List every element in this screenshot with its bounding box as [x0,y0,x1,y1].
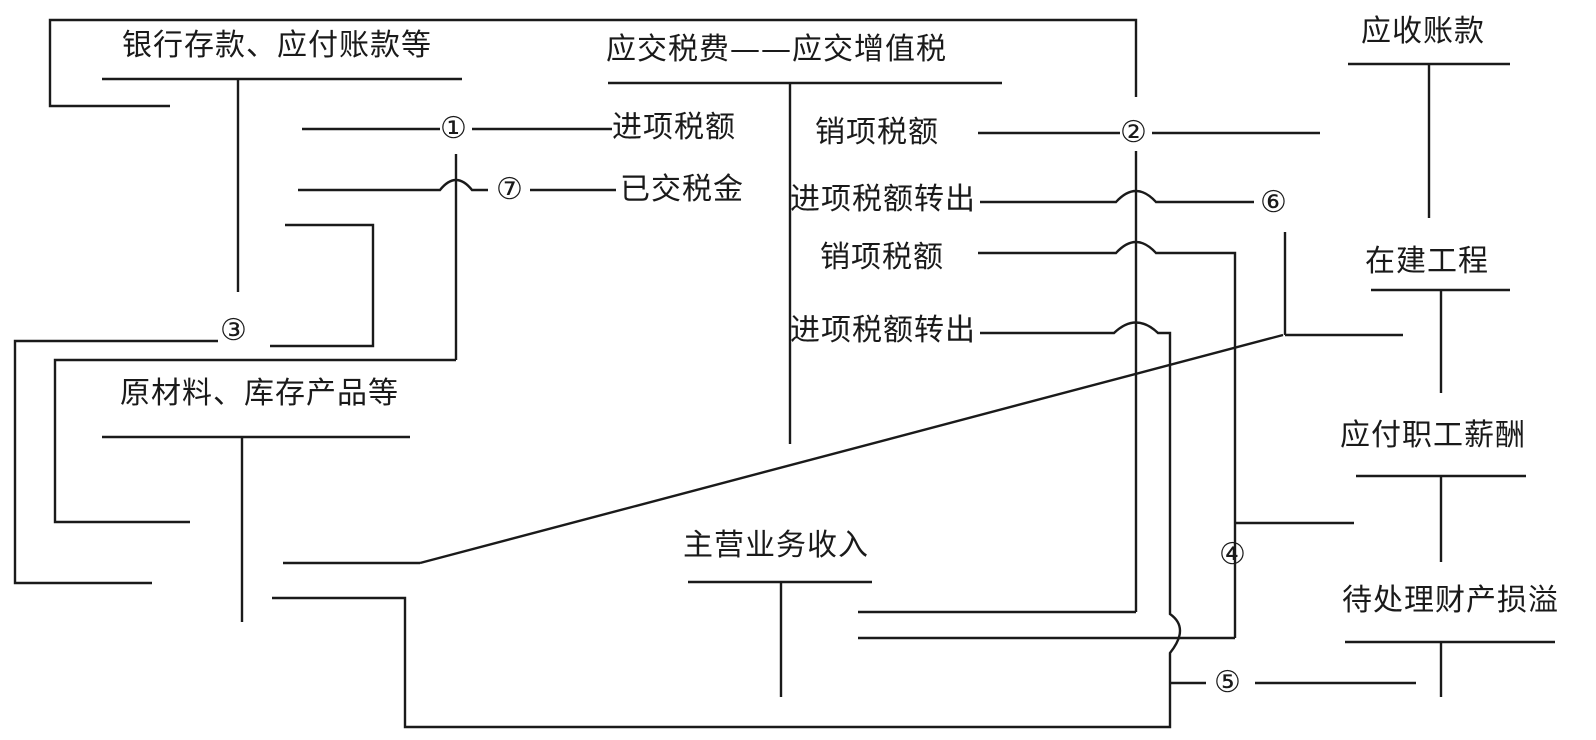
marker-1: ① [440,111,467,146]
entry-tax-paid: 已交税金 [620,172,744,207]
account-pending-loss-label: 待处理财产损溢 [1342,583,1559,618]
flow-line-1-to-materials [53,358,456,524]
flow-line-5 [272,321,1182,729]
marker-6: ⑥ [1260,185,1287,220]
marker-2: ② [1120,115,1147,150]
flow-line-bank-outer [48,18,1138,108]
marker-3: ③ [220,313,247,348]
account-materials-label: 原材料、库存产品等 [120,376,399,411]
entry-input-transfer-1: 进项税额转出 [790,182,976,217]
marker-4: ④ [1219,537,1246,572]
entry-output-tax-1: 销项税额 [815,115,939,150]
account-receivable-label: 应收账款 [1361,14,1485,49]
account-vat-label: 应交税费——应交增值税 [606,32,947,67]
flow-line-6-diagonal [419,333,1284,565]
flow-line-4 [978,240,1237,638]
marker-5: ⑤ [1214,665,1241,700]
entry-output-tax-2: 销项税额 [820,240,944,275]
account-revenue-label: 主营业务收入 [683,528,869,563]
account-bank-label: 银行存款、应付账款等 [122,28,432,63]
flow-line-7 [298,178,488,192]
flow-line-3-outer [13,339,218,585]
flow-line-3-bracket [270,223,375,348]
marker-7: ⑦ [496,172,523,207]
flow-line-6 [980,189,1254,204]
entry-input-tax: 进项税额 [612,110,736,145]
account-construction-label: 在建工程 [1365,244,1489,279]
entry-input-transfer-2: 进项税额转出 [790,313,976,348]
account-payroll-label: 应付职工薪酬 [1340,418,1526,453]
